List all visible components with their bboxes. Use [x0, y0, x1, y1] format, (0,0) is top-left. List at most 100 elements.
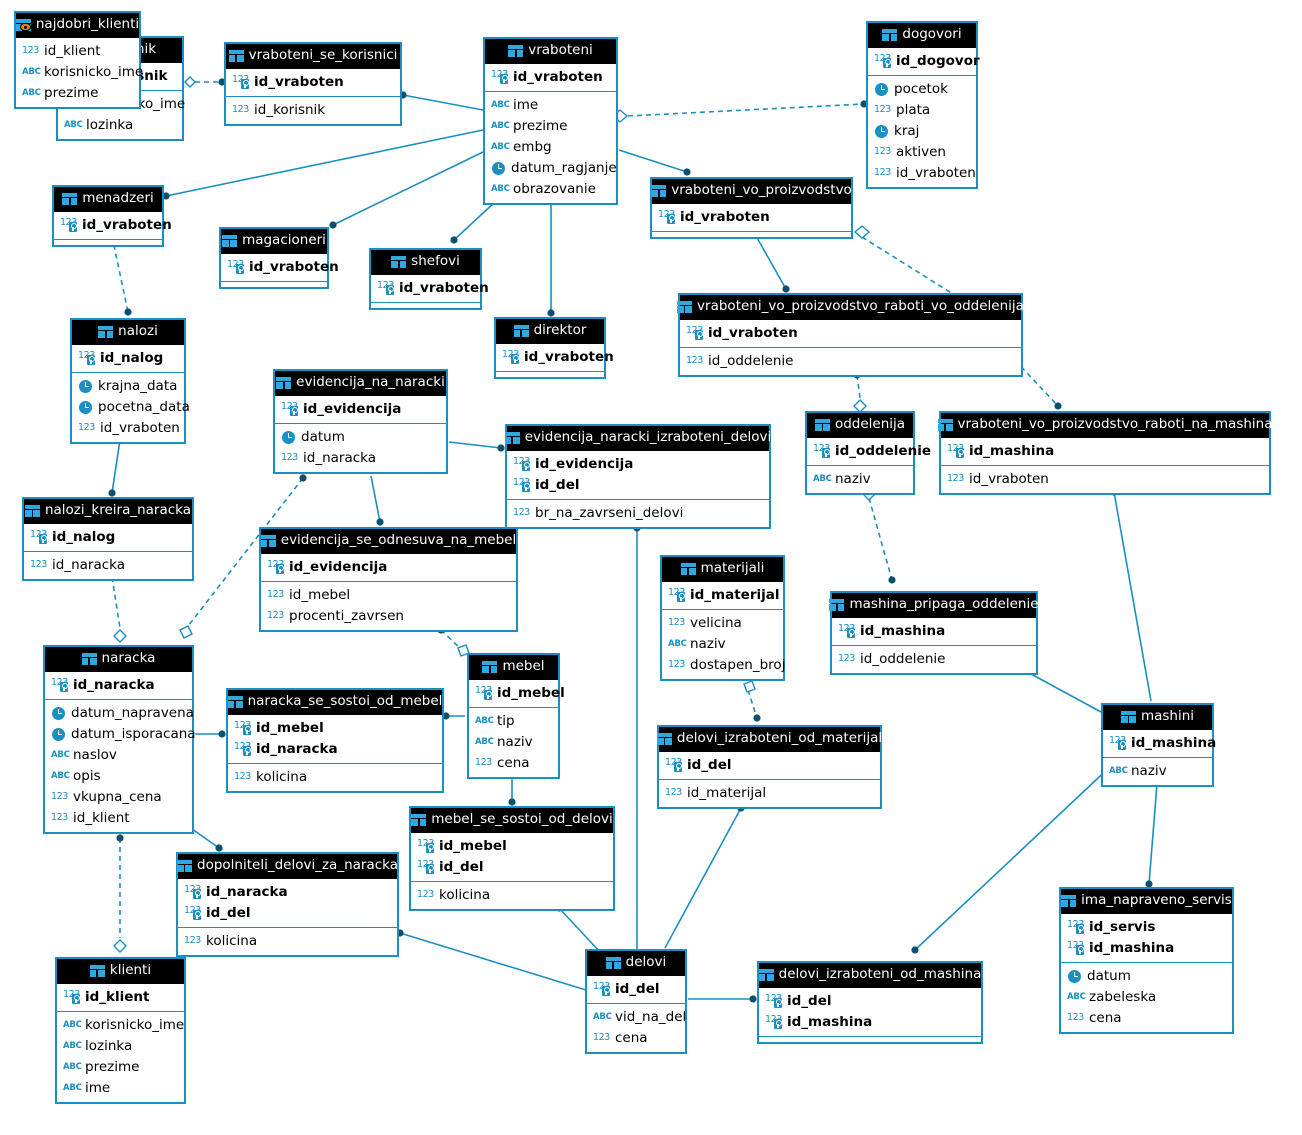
entity-header-nalozi[interactable]: nalozi	[72, 320, 184, 345]
entity-vraboteni_vo_proizvodstvo_raboti_vo_oddelenija[interactable]: vraboteni_vo_proizvodstvo_raboti_vo_odde…	[677, 293, 1024, 377]
entity-delovi_izraboteni_od_mashina[interactable]: delovi_izraboteni_od_mashina123id_del123…	[757, 961, 983, 1044]
entity-magacioneri[interactable]: magacioneri123id_vraboten	[219, 227, 339, 289]
entity-column-row[interactable]: datum_napravena	[45, 703, 194, 724]
entity-mashina_pripaga_oddelenie[interactable]: mashina_pripaga_oddelenie123id_mashina12…	[829, 591, 1039, 675]
entity-column-row[interactable]: pocetok	[868, 79, 976, 100]
entity-header-vraboteni_vo_proizvodstvo_raboti_vo_oddelenija[interactable]: vraboteni_vo_proizvodstvo_raboti_vo_odde…	[677, 295, 1024, 320]
entity-header-naracka_se_sostoi_od_mebel[interactable]: naracka_se_sostoi_od_mebel	[227, 690, 442, 715]
entity-dopolniteli_delovi_za_naracka[interactable]: dopolniteli_delovi_za_naracka123id_narac…	[176, 852, 399, 957]
entity-header-menadzeri[interactable]: menadzeri	[54, 187, 162, 212]
entity-vraboteni_vo_proizvodstvo_raboti_na_mashina[interactable]: vraboteni_vo_proizvodstvo_raboti_na_mash…	[937, 411, 1273, 495]
entity-header-klienti[interactable]: klienti	[57, 959, 184, 984]
entity-header-materijali[interactable]: materijali	[662, 557, 783, 582]
entity-header-ima_napraveno_servis[interactable]: ima_napraveno_servis	[1061, 889, 1232, 914]
entity-header-shefovi[interactable]: shefovi	[371, 250, 480, 275]
entity-vraboteni[interactable]: vraboteni123id_vrabotenABCimeABCprezimeA…	[483, 37, 618, 205]
entity-header-dopolniteli_delovi_za_naracka[interactable]: dopolniteli_delovi_za_naracka	[177, 854, 398, 879]
entity-evidencija_na_naracki[interactable]: evidencija_na_naracki 123id_evidencijadat…	[273, 369, 448, 474]
entity-dogovori[interactable]: dogovori123id_dogovorpocetok123platakraj…	[866, 21, 980, 189]
entity-vraboteni_vo_proizvodstvo[interactable]: vraboteni_vo_proizvodstvo123id_vraboten	[650, 177, 853, 239]
entity-column-row[interactable]: datum_ragjanje	[485, 158, 617, 179]
entity-header-nalozi_kreira_naracka[interactable]: nalozi_kreira_naracka	[24, 499, 192, 524]
entity-column-row[interactable]: datum	[275, 427, 446, 448]
entity-header-evidencija_na_naracki[interactable]: evidencija_na_naracki	[275, 371, 446, 396]
entity-klienti[interactable]: klienti123id_klientABCkorisnicko_imeABCl…	[55, 957, 186, 1104]
entity-header-mebel_se_sostoi_od_delovi[interactable]: mebel_se_sostoi_od_delovi	[411, 808, 613, 833]
entity-header-direktor[interactable]: direktor	[496, 319, 604, 344]
entity-header-oddelenija[interactable]: oddelenija	[807, 413, 913, 438]
entity-header-naracka[interactable]: naracka	[45, 647, 192, 672]
entity-header-delovi_izraboteni_od_materijal[interactable]: delovi_izraboteni_od_materijal	[656, 727, 882, 752]
entity-column-row[interactable]: kraj	[868, 121, 976, 142]
entity-header-evidencija_se_odnesuva_na_mebel[interactable]: evidencija_se_odnesuva_na_mebel	[260, 529, 516, 554]
entity-ima_napraveno_servis[interactable]: ima_napraveno_servis123id_servis123id_ma…	[1059, 887, 1234, 1034]
entity-header-vraboteni_se_korisnici[interactable]: vraboteni_se_korisnici	[226, 44, 400, 69]
entity-mebel_se_sostoi_od_delovi[interactable]: mebel_se_sostoi_od_delovi 123id_mebel123i…	[409, 806, 615, 911]
